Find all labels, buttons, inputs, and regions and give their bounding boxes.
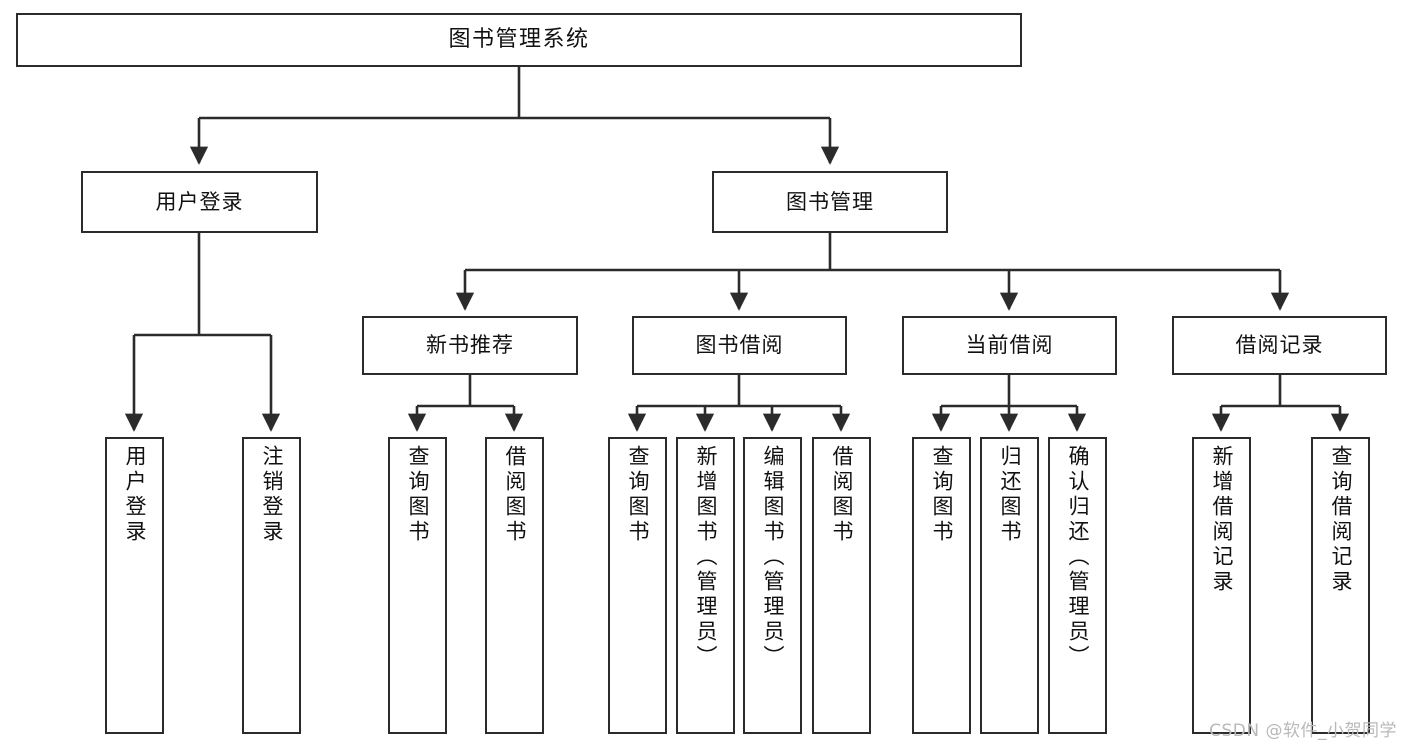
node-book-manage-label: 图书管理: [786, 189, 874, 214]
node-leaf-return-book[interactable]: 归还图书: [980, 437, 1039, 734]
node-leaf-query-record-label: 查询借阅记录: [1329, 445, 1353, 595]
node-leaf-confirm-return[interactable]: 确认归还（管理员）: [1048, 437, 1107, 734]
node-leaf-add-book-label: 新增图书（管理员）: [694, 445, 718, 670]
node-leaf-user-logout-label: 注销登录: [260, 445, 284, 545]
node-book-manage[interactable]: 图书管理: [712, 171, 948, 233]
node-leaf-borrow-book-2-label: 借阅图书: [830, 445, 854, 545]
node-leaf-query-book-3-label: 查询图书: [930, 445, 954, 545]
node-leaf-add-record[interactable]: 新增借阅记录: [1192, 437, 1251, 734]
node-leaf-user-login[interactable]: 用户登录: [105, 437, 164, 734]
node-new-book-rec[interactable]: 新书推荐: [362, 316, 578, 375]
node-leaf-query-record[interactable]: 查询借阅记录: [1311, 437, 1370, 734]
node-root[interactable]: 图书管理系统: [16, 13, 1022, 67]
node-leaf-user-login-label: 用户登录: [123, 445, 147, 545]
node-leaf-borrow-book-2[interactable]: 借阅图书: [812, 437, 871, 734]
node-leaf-confirm-return-label: 确认归还（管理员）: [1066, 445, 1090, 670]
node-current-borrow-label: 当前借阅: [965, 333, 1054, 358]
node-borrow-record[interactable]: 借阅记录: [1172, 316, 1387, 375]
node-leaf-borrow-book-1[interactable]: 借阅图书: [485, 437, 544, 734]
watermark: CSDN @软件_小贺同学: [1209, 721, 1397, 741]
node-root-label: 图书管理系统: [448, 27, 590, 53]
node-leaf-user-logout[interactable]: 注销登录: [242, 437, 301, 734]
node-leaf-query-book-2-label: 查询图书: [626, 445, 650, 545]
node-borrow-record-label: 借阅记录: [1235, 333, 1324, 358]
node-current-borrow[interactable]: 当前借阅: [902, 316, 1117, 375]
node-leaf-add-record-label: 新增借阅记录: [1210, 445, 1234, 595]
node-leaf-edit-book-label: 编辑图书（管理员）: [761, 445, 785, 670]
node-leaf-borrow-book-1-label: 借阅图书: [503, 445, 527, 545]
node-leaf-add-book[interactable]: 新增图书（管理员）: [676, 437, 735, 734]
node-new-book-rec-label: 新书推荐: [426, 333, 514, 358]
node-book-borrow-label: 图书借阅: [695, 333, 784, 358]
node-leaf-query-book-2[interactable]: 查询图书: [608, 437, 667, 734]
node-book-borrow[interactable]: 图书借阅: [632, 316, 847, 375]
node-leaf-return-book-label: 归还图书: [998, 445, 1022, 545]
node-leaf-query-book-1-label: 查询图书: [406, 445, 430, 545]
node-leaf-edit-book[interactable]: 编辑图书（管理员）: [743, 437, 802, 734]
node-leaf-query-book-1[interactable]: 查询图书: [388, 437, 447, 734]
node-user-login-label: 用户登录: [155, 189, 244, 214]
node-leaf-query-book-3[interactable]: 查询图书: [912, 437, 971, 734]
node-user-login[interactable]: 用户登录: [81, 171, 318, 233]
